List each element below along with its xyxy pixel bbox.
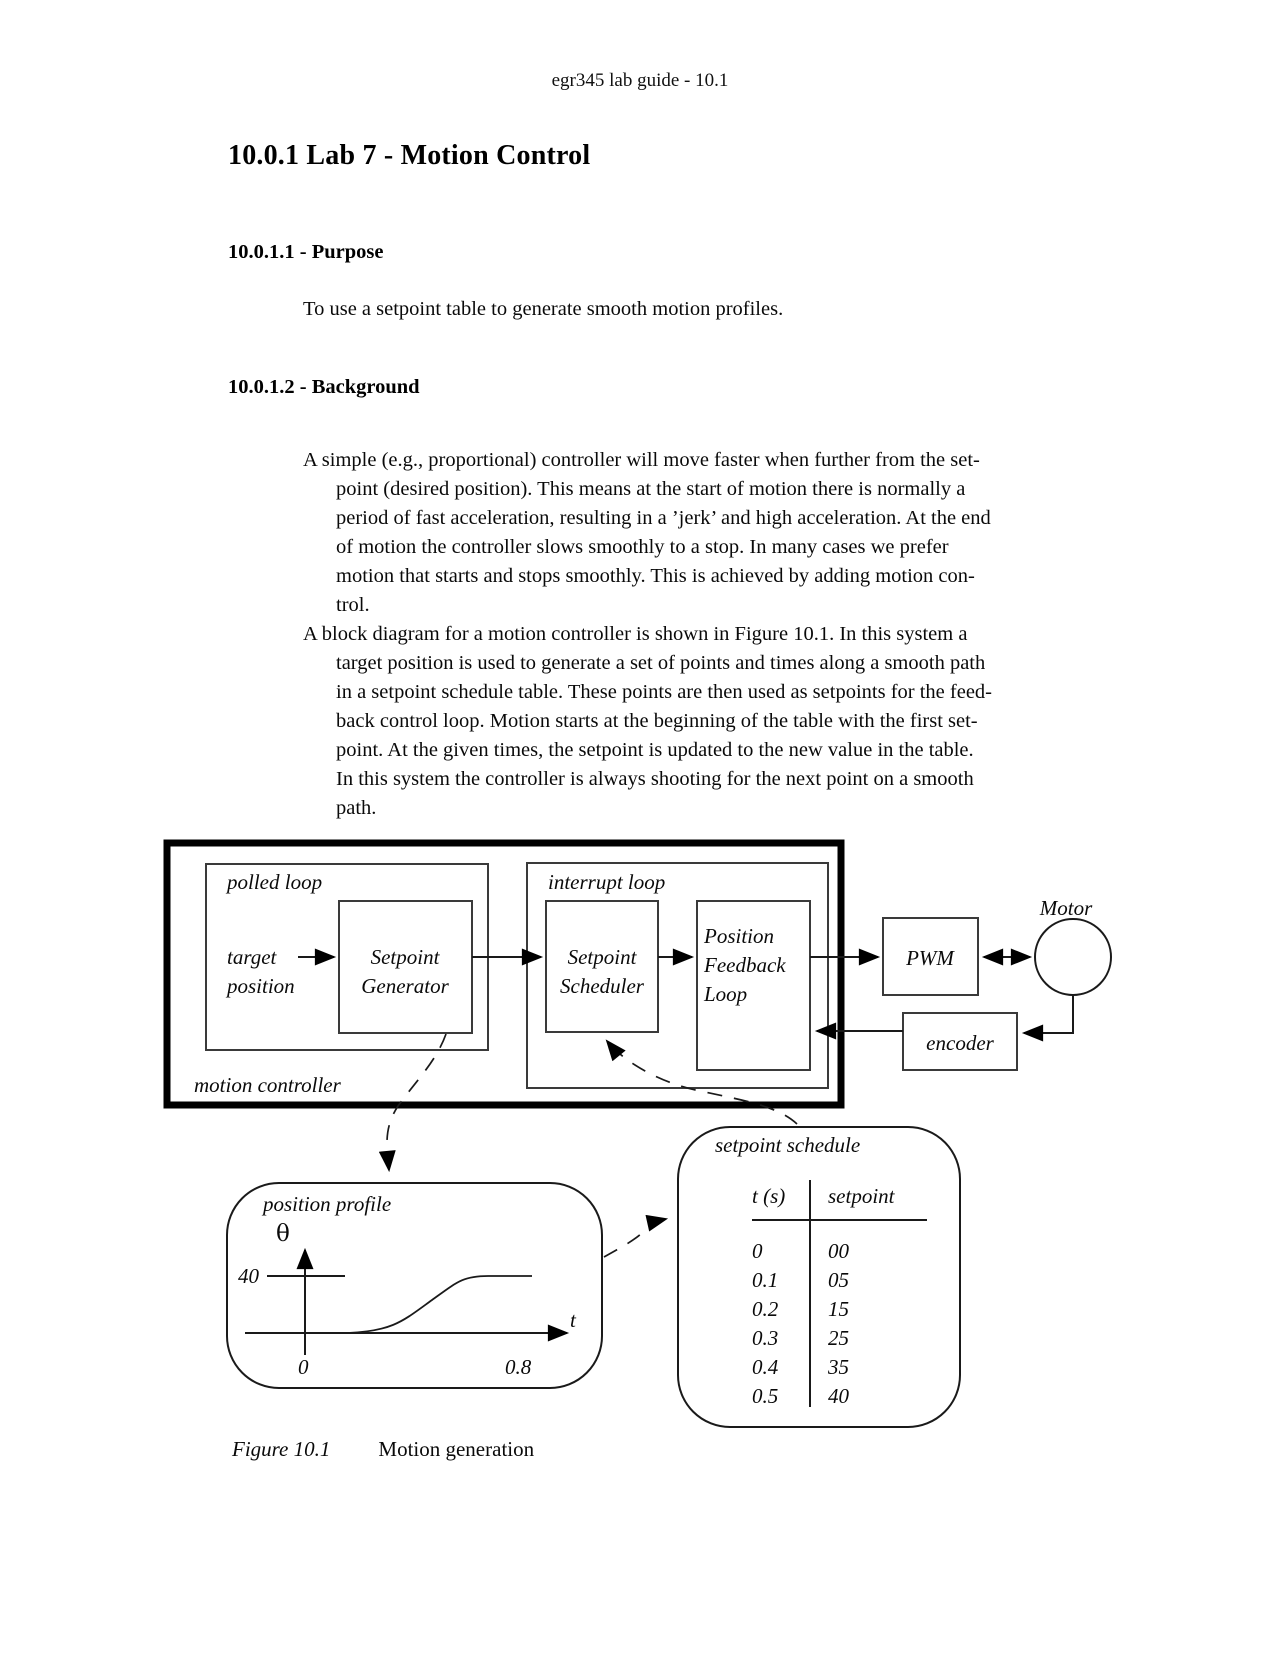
- background-paragraph-1: A simple (e.g., proportional) controller…: [303, 449, 991, 616]
- page-title: 10.0.1 Lab 7 - Motion Control: [228, 140, 591, 171]
- running-header: egr345 lab guide - 10.1: [551, 70, 729, 91]
- heading-purpose: 10.0.1.1 - Purpose: [228, 241, 384, 263]
- dashed-link-schedule-to-scheduler: [605, 1039, 798, 1125]
- schedule-row-v: 00: [828, 1239, 850, 1263]
- schedule-row-v: 35: [827, 1355, 849, 1379]
- position-feedback-loop-label-3: Loop: [703, 982, 747, 1006]
- schedule-row-v: 40: [828, 1384, 850, 1408]
- profile-y-axis-symbol: θ: [276, 1221, 290, 1247]
- setpoint-scheduler-box: [545, 900, 659, 1033]
- schedule-row-t: 0.1: [752, 1268, 778, 1292]
- schedule-col-setpoint: setpoint: [828, 1184, 896, 1208]
- heading-background: 10.0.1.2 - Background: [228, 376, 420, 398]
- position-feedback-loop-label-2: Feedback: [703, 953, 786, 977]
- purpose-body: To use a setpoint table to generate smoo…: [303, 298, 784, 320]
- pwm-label: PWM: [905, 946, 955, 970]
- position-profile-bubble: [226, 1182, 603, 1389]
- schedule-row-t: 0: [752, 1239, 763, 1263]
- interrupt-loop-box: [526, 862, 829, 1089]
- encoder-label: encoder: [926, 1031, 994, 1055]
- setpoint-generator-label-2: Generator: [361, 974, 449, 998]
- motor-symbol: [1034, 918, 1112, 996]
- profile-x-end-label: 0.8: [505, 1355, 532, 1379]
- setpoint-schedule-title: setpoint schedule: [715, 1133, 860, 1157]
- position-feedback-loop-box: [696, 900, 811, 1071]
- figure-caption-label: Figure 10.1: [232, 1437, 331, 1461]
- polled-loop-label: polled loop: [225, 870, 322, 894]
- figure-caption-text: Motion generation: [378, 1437, 535, 1461]
- schedule-row-t: 0.5: [752, 1384, 778, 1408]
- motion-controller-label: motion controller: [194, 1073, 342, 1097]
- target-position-label-2: position: [225, 974, 295, 998]
- dashed-link-generator-to-profile: [378, 1033, 447, 1173]
- schedule-row-t: 0.2: [752, 1297, 779, 1321]
- schedule-row-v: 25: [828, 1326, 849, 1350]
- position-profile-title: position profile: [261, 1192, 391, 1216]
- schedule-row-t: 0.3: [752, 1326, 778, 1350]
- motion-controller-box: [163, 839, 845, 1109]
- schedule-col-time: t (s): [752, 1184, 785, 1208]
- setpoint-generator-label-1: Setpoint: [371, 945, 441, 969]
- dashed-link-profile-to-schedule: [603, 1214, 669, 1258]
- schedule-row-v: 15: [828, 1297, 849, 1321]
- schedule-row-v: 05: [828, 1268, 849, 1292]
- profile-x-axis-symbol: t: [570, 1308, 577, 1332]
- motor-label: Motor: [1039, 896, 1093, 920]
- profile-x-origin-label: 0: [298, 1355, 309, 1379]
- interrupt-loop-label: interrupt loop: [548, 870, 665, 894]
- profile-s-curve: [305, 1275, 532, 1334]
- figure-caption: Figure 10.1 Motion generation: [232, 1437, 534, 1462]
- setpoint-generator-box: [338, 900, 473, 1034]
- profile-y-tick-label: 40: [238, 1264, 260, 1288]
- schedule-row-t: 0.4: [752, 1355, 779, 1379]
- background-paragraph-2: A block diagram for a motion controller …: [303, 623, 992, 819]
- target-position-label-1: target: [227, 945, 278, 969]
- pwm-box: [882, 917, 979, 996]
- setpoint-schedule-bubble: [677, 1126, 961, 1428]
- setpoint-scheduler-label-1: Setpoint: [568, 945, 638, 969]
- arrow-motor-to-encoder: [1021, 995, 1074, 1042]
- encoder-box: [902, 1012, 1018, 1071]
- position-feedback-loop-label-1: Position: [703, 924, 774, 948]
- setpoint-scheduler-label-2: Scheduler: [560, 974, 645, 998]
